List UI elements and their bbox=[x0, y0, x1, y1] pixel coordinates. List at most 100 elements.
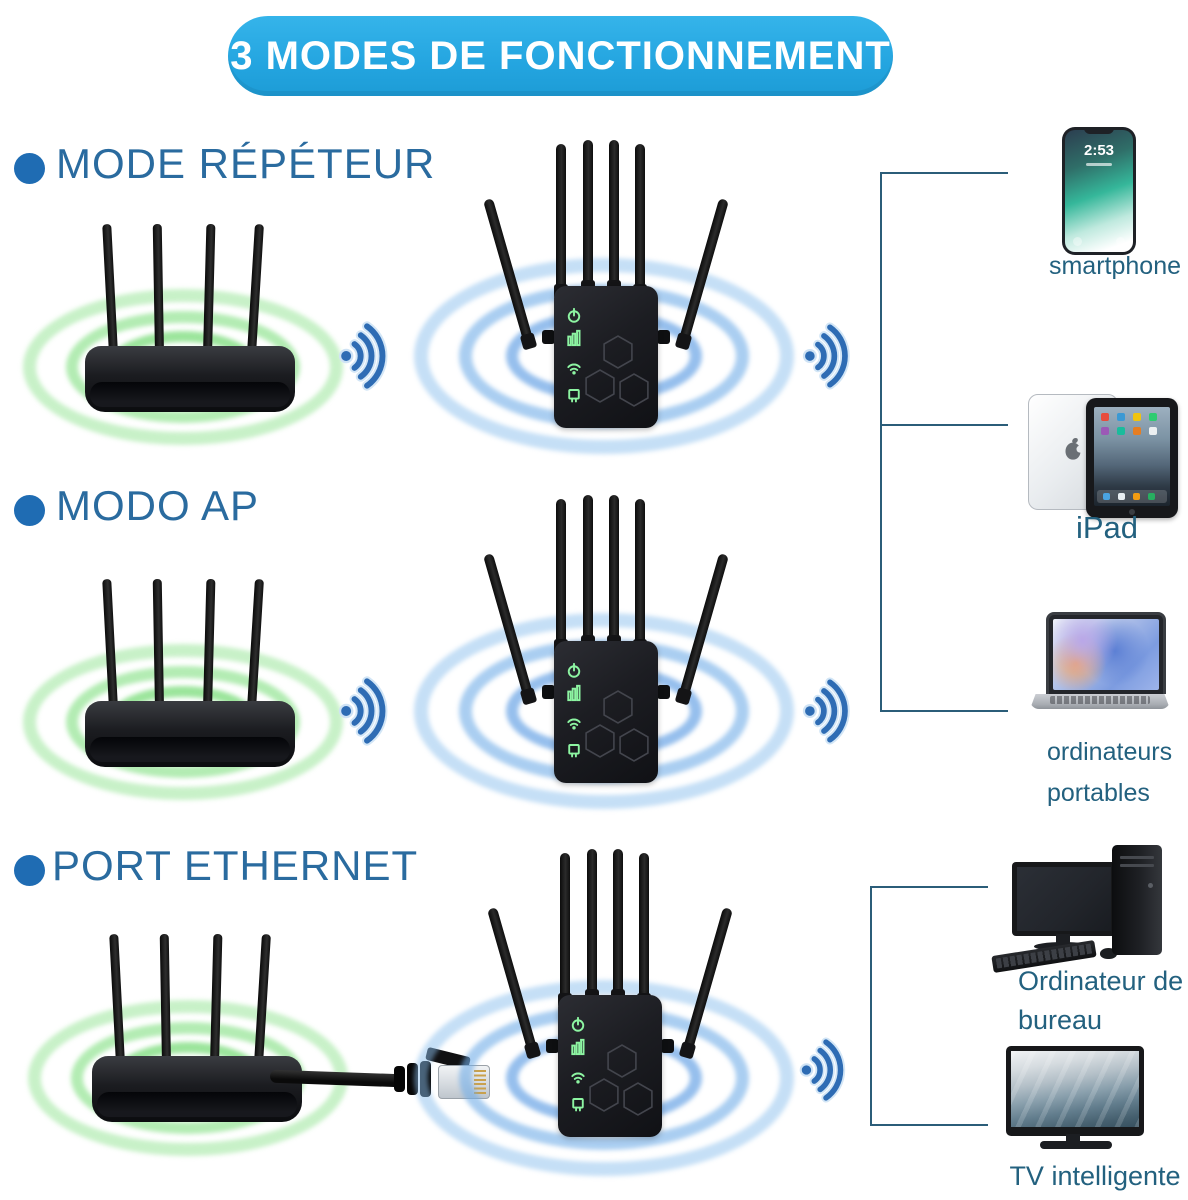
router-body bbox=[92, 1056, 302, 1122]
router-antenna bbox=[152, 223, 164, 355]
router bbox=[85, 222, 295, 412]
router-antenna bbox=[159, 933, 171, 1065]
smartphone-screen: 2:53 bbox=[1065, 130, 1133, 252]
smartphone-date-line bbox=[1086, 163, 1112, 166]
repeater-antenna bbox=[581, 495, 595, 650]
laptop-screen-image bbox=[1046, 612, 1166, 694]
antenna-mount bbox=[661, 1039, 674, 1053]
bullet-icon bbox=[14, 855, 45, 886]
router-front-stripe bbox=[90, 382, 290, 407]
tv-screen bbox=[1011, 1051, 1139, 1127]
laptops-label: ordinateurs portables bbox=[1047, 738, 1173, 807]
antenna-mount bbox=[546, 1039, 559, 1053]
tv-neck bbox=[1066, 1134, 1080, 1142]
repeater-antenna bbox=[554, 499, 568, 654]
dock-icons bbox=[1103, 493, 1110, 500]
router-antenna bbox=[102, 223, 118, 355]
connector-line bbox=[880, 424, 1008, 426]
smartphone-clock: 2:53 bbox=[1083, 142, 1115, 159]
repeater-body bbox=[554, 641, 658, 783]
repeater-antenna bbox=[637, 853, 651, 1008]
wifi-signal-icon bbox=[802, 322, 850, 390]
led-indicators bbox=[567, 662, 581, 758]
antenna-mount bbox=[542, 685, 555, 699]
section-title-repeater: MODE RÉPÉTEUR bbox=[56, 140, 436, 187]
connector-line bbox=[870, 886, 988, 888]
hexagon-pattern bbox=[585, 690, 649, 762]
antenna-mount bbox=[542, 330, 555, 344]
router-antenna bbox=[210, 933, 223, 1065]
wifi-signal-icon bbox=[802, 677, 850, 745]
apple-logo-icon bbox=[1065, 442, 1084, 460]
connector-line bbox=[870, 1124, 988, 1126]
repeater-antenna bbox=[607, 140, 621, 295]
bullet-icon bbox=[14, 153, 45, 184]
router-antenna bbox=[102, 578, 118, 710]
section-title-ap: MODO AP bbox=[56, 482, 260, 529]
led-indicators bbox=[571, 1016, 585, 1112]
desktop-monitor-screen bbox=[1017, 867, 1111, 931]
wifi-signal-icon bbox=[338, 321, 388, 391]
router-antenna bbox=[203, 578, 216, 710]
led-indicators bbox=[567, 307, 581, 403]
antenna-mount bbox=[657, 330, 670, 344]
repeater-antenna bbox=[554, 144, 568, 299]
mouse-image bbox=[1100, 948, 1117, 959]
repeater-antenna bbox=[581, 140, 595, 295]
laptop-keyboard bbox=[1049, 696, 1151, 704]
router-body bbox=[85, 346, 295, 412]
repeater-antenna bbox=[585, 849, 599, 1004]
desktop-monitor-image bbox=[1012, 862, 1116, 936]
title-text: 3 MODES DE FONCTIONNEMENT bbox=[230, 33, 891, 78]
hexagon-pattern bbox=[585, 335, 649, 407]
wifi-signal-icon bbox=[799, 1037, 846, 1103]
repeater-antenna bbox=[633, 144, 647, 299]
hexagon-pattern bbox=[589, 1044, 653, 1116]
repeater-device bbox=[483, 140, 729, 440]
bullet-icon bbox=[14, 495, 45, 526]
connector-line bbox=[880, 710, 1008, 712]
connector-line bbox=[880, 172, 1008, 174]
repeater-side-antenna bbox=[680, 198, 729, 338]
ipad-screen bbox=[1094, 407, 1170, 506]
laptop-base bbox=[1030, 694, 1170, 709]
repeater-antenna bbox=[607, 495, 621, 650]
tower-drive-bay bbox=[1120, 864, 1154, 867]
router-antenna bbox=[109, 933, 125, 1065]
router-antenna bbox=[247, 578, 264, 710]
router-body bbox=[85, 701, 295, 767]
flashlight-icon bbox=[1073, 237, 1082, 246]
desktop-label: Ordinateur de bureau bbox=[1018, 966, 1184, 1035]
repeater-body bbox=[554, 286, 658, 428]
repeater-side-antenna bbox=[680, 553, 729, 693]
tv-image bbox=[1006, 1046, 1144, 1136]
repeater-device bbox=[483, 495, 729, 795]
router-antenna bbox=[254, 933, 271, 1065]
ipad-dock bbox=[1097, 490, 1167, 503]
monitor-neck bbox=[1056, 934, 1070, 943]
connector-line bbox=[870, 886, 872, 1126]
section-title-ethernet: PORT ETHERNET bbox=[52, 842, 419, 889]
laptop-wallpaper bbox=[1053, 619, 1159, 690]
router-front-stripe bbox=[90, 737, 290, 762]
router bbox=[85, 577, 295, 767]
cable-boot bbox=[394, 1066, 405, 1092]
repeater-side-antenna bbox=[483, 553, 532, 693]
smartphone-label: smartphone bbox=[1048, 252, 1182, 280]
repeater-antenna bbox=[558, 853, 572, 1008]
tower-vent bbox=[1120, 856, 1154, 859]
router-front-stripe bbox=[97, 1092, 297, 1117]
router-antenna bbox=[152, 578, 164, 710]
repeater-side-antenna bbox=[487, 907, 536, 1047]
connector-line bbox=[880, 172, 882, 712]
ipad-front-image bbox=[1086, 398, 1178, 518]
tv-base bbox=[1040, 1141, 1112, 1149]
smartphone-image: 2:53 bbox=[1062, 127, 1136, 255]
repeater-antenna bbox=[633, 499, 647, 654]
tower-power-button bbox=[1148, 883, 1153, 888]
wifi-signal-icon bbox=[338, 676, 388, 746]
title-banner: 3 MODES DE FONCTIONNEMENT bbox=[228, 16, 893, 96]
tv-label: TV intelligente bbox=[1009, 1161, 1181, 1191]
router-antenna bbox=[247, 223, 264, 355]
